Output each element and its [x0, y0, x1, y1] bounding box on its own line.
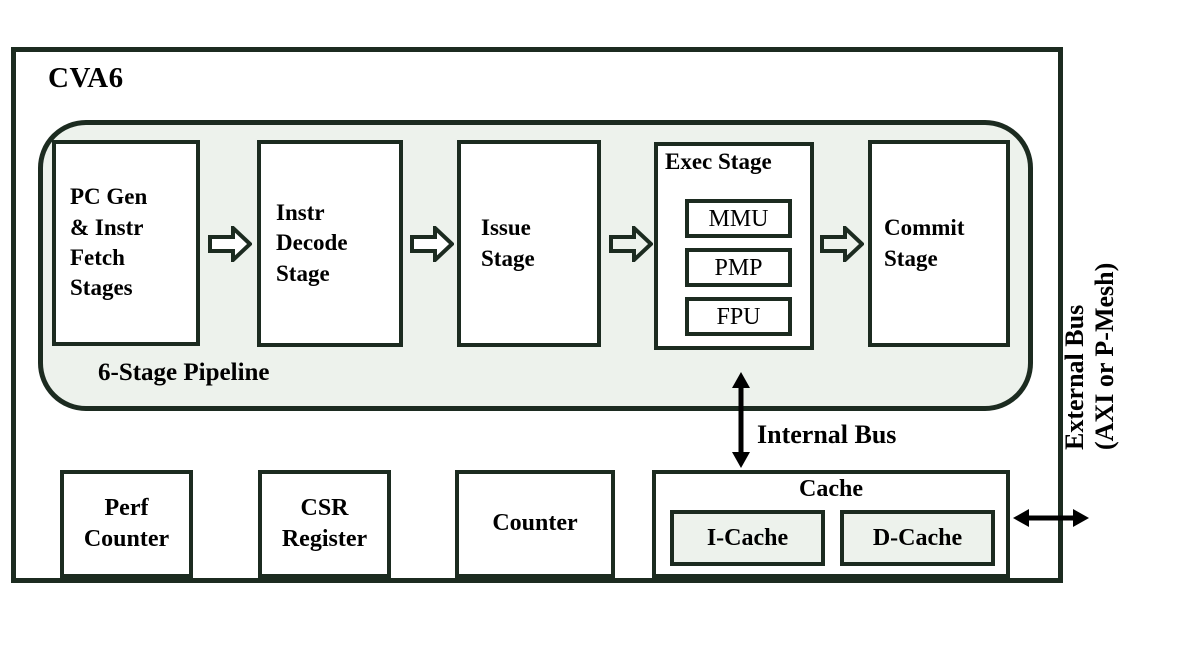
- exec-stage-title: Exec Stage: [665, 149, 772, 174]
- stage-label-line: Stage: [481, 245, 535, 271]
- block-perf-counter: Perf Counter: [60, 470, 193, 578]
- block-counter: Counter: [455, 470, 615, 578]
- external-bus-label: External Bus (AXI or P-Mesh): [1060, 120, 1179, 450]
- flow-arrow-right-icon: [410, 226, 454, 262]
- exec-unit-mmu: MMU: [685, 199, 792, 238]
- pipeline-caption: 6-Stage Pipeline: [98, 359, 270, 386]
- stage-label-line: Fetch: [70, 245, 125, 270]
- flow-arrow-right-icon: [609, 226, 653, 262]
- page-title: CVA6: [48, 62, 124, 94]
- stage-label-line: Stage: [276, 260, 330, 286]
- block-label-line: Counter: [83, 526, 170, 552]
- flow-arrow-right-icon: [208, 226, 252, 262]
- block-label-line: Counter: [492, 510, 578, 537]
- block-label-line: Register: [281, 526, 368, 552]
- cache-title: Cache: [799, 476, 863, 502]
- external-bus-arrow-icon: [1013, 509, 1089, 527]
- stage-instr-decode: Instr Decode Stage: [257, 140, 403, 347]
- stage-commit: Commit Stage: [868, 140, 1010, 347]
- external-bus-label-line2: (AXI or P-Mesh): [1089, 262, 1119, 450]
- external-bus-label-line1: External Bus: [1060, 304, 1089, 450]
- internal-bus-arrow-icon: [732, 372, 750, 468]
- stage-label-line: & Instr: [70, 214, 144, 240]
- block-cache: Cache I-Cache D-Cache: [652, 470, 1010, 578]
- block-label-line: CSR: [300, 494, 349, 521]
- stage-label-line: Stage: [884, 245, 938, 271]
- block-i-cache: I-Cache: [670, 510, 825, 566]
- stage-exec: Exec Stage MMU PMP FPU: [654, 142, 814, 350]
- stage-pc-gen-instr-fetch: PC Gen & Instr Fetch Stages: [52, 140, 200, 346]
- stage-label-line: Decode: [276, 230, 348, 256]
- exec-unit-pmp: PMP: [685, 248, 792, 287]
- block-label-line: Perf: [104, 494, 149, 521]
- stage-label-line: Instr: [276, 199, 325, 225]
- stage-issue: Issue Stage: [457, 140, 601, 347]
- stage-label-line: Stages: [70, 275, 133, 301]
- block-d-cache: D-Cache: [840, 510, 995, 566]
- stage-label-line: PC Gen: [70, 184, 148, 210]
- internal-bus-label: Internal Bus: [757, 420, 897, 449]
- flow-arrow-right-icon: [820, 226, 864, 262]
- exec-unit-fpu: FPU: [685, 297, 792, 336]
- block-csr-register: CSR Register: [258, 470, 391, 578]
- stage-label-line: Commit: [884, 215, 965, 241]
- stage-label-line: Issue: [481, 215, 531, 241]
